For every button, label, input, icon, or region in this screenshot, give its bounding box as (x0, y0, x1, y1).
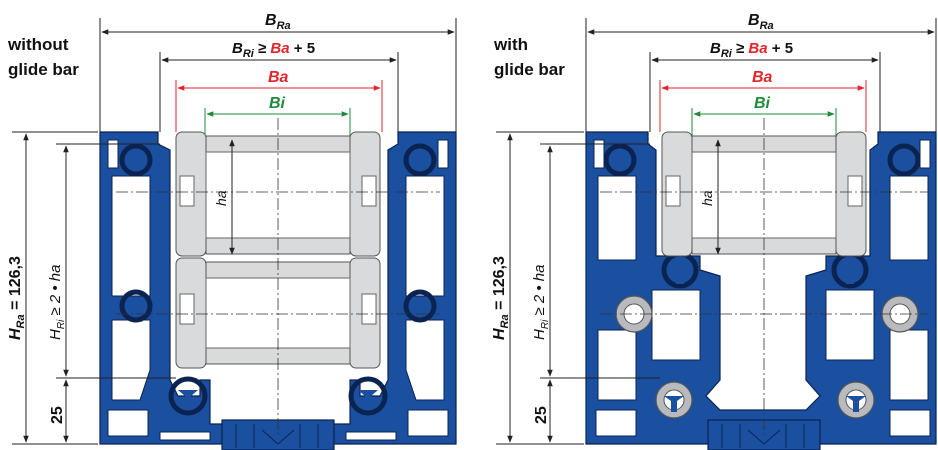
dim-link-height: ha (699, 139, 721, 255)
dim-inner-rail-width-label: BRi ≥ Ba + 5 (710, 40, 793, 60)
dim-inner-rail-height: HRi ≥ 2 • ha (531, 143, 650, 377)
dim-outer-chain-width-label: Ba (268, 69, 289, 86)
dim-outer-rail-width-label: BRa (748, 12, 774, 32)
dim-inner-rail-width: BRi ≥ Ba + 5 (649, 40, 881, 132)
dim-inner-chain-width-label: Bi (754, 95, 771, 112)
panel-without-glide-bar: without glide bar BRa BRi ≥ Ba + 5 Ba (7, 12, 457, 450)
dim-bottom-offset-label: 25 (533, 406, 550, 424)
dim-outer-rail-width: BRa (585, 12, 937, 132)
dim-inner-rail-height: HRi ≥ 2 • ha (47, 143, 160, 377)
dim-inner-rail-height-label: HRi ≥ 2 • ha (47, 265, 67, 340)
dim-bottom-offset: 25 (533, 377, 660, 443)
dim-inner-rail-width-label: BRi ≥ Ba + 5 (232, 40, 315, 60)
panel-title-line1: without (7, 35, 69, 54)
dim-link-height-label: ha (699, 190, 715, 206)
dim-link-height-label: ha (213, 190, 229, 206)
rail-profile-right (585, 131, 937, 450)
dim-outer-rail-height: HRa = 126,3 (491, 131, 584, 445)
panel-title-line1: with (493, 35, 528, 54)
centerlines-left (116, 118, 440, 436)
dim-outer-rail-width-label: BRa (265, 12, 291, 32)
dim-outer-rail-height-label: HRa = 126,3 (491, 256, 511, 340)
rail-rings-right (603, 143, 921, 419)
dim-outer-rail-height: HRa = 126,3 (7, 131, 98, 445)
rail-profile-left (99, 131, 457, 450)
dim-outer-chain-width: Ba (175, 69, 383, 132)
dim-inner-rail-height-label: HRi ≥ 2 • ha (531, 265, 551, 340)
dim-link-height: ha (213, 139, 235, 255)
dim-outer-chain-width: Ba (659, 69, 867, 132)
panel-title-line2: glide bar (8, 60, 79, 79)
panel-with-glide-bar: with glide bar BRa BRi ≥ Ba + 5 Ba Bi (491, 12, 937, 450)
dim-inner-rail-width: BRi ≥ Ba + 5 (159, 40, 399, 132)
dim-bottom-offset-label: 25 (49, 406, 66, 424)
dim-outer-chain-width-label: Ba (752, 69, 773, 86)
rail-rings-left (119, 143, 437, 416)
dim-outer-rail-height-label: HRa = 126,3 (7, 256, 27, 340)
dim-outer-rail-width: BRa (99, 12, 457, 132)
dim-bottom-offset: 25 (49, 377, 176, 443)
dim-inner-chain-width-label: Bi (269, 95, 286, 112)
panel-title-line2: glide bar (494, 60, 565, 79)
centerlines-right (600, 118, 928, 436)
